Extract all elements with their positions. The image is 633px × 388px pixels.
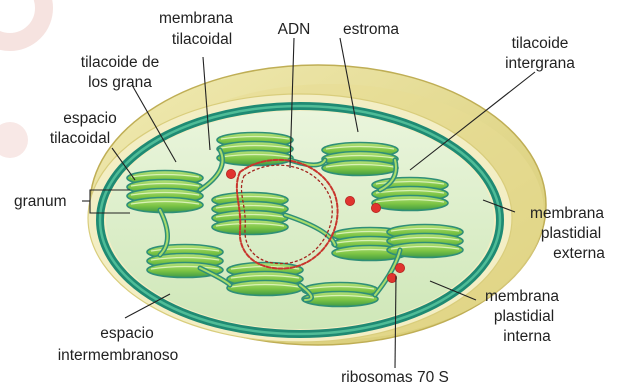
ribosome — [345, 196, 354, 205]
watermark — [0, 0, 44, 158]
ribosome — [395, 263, 404, 272]
label-tilacoide-grana-line2: los grana — [88, 74, 152, 91]
granum-stack — [372, 178, 448, 211]
label-membrana-externa-line1: membrana — [530, 205, 604, 222]
label-membrana-tilacoidal-line2: tilacoidal — [172, 31, 232, 48]
label-adn: ADN — [278, 21, 311, 38]
label-tilacoide-grana-line1: tilacoide de — [81, 54, 159, 71]
label-tilacoide-intergrana-line2: intergrana — [505, 55, 575, 72]
label-membrana-externa-line3: externa — [553, 245, 605, 262]
ribosome — [226, 169, 235, 178]
label-espacio-intermembranoso-line1: espacio — [100, 325, 153, 342]
ribosome — [387, 273, 396, 282]
label-membrana-tilacoidal-line1: membrana — [159, 10, 233, 27]
granum-stack — [302, 283, 378, 307]
label-tilacoide-intergrana-line1: tilacoide — [512, 35, 569, 52]
label-espacio-tilacoidal-line1: espacio — [63, 110, 116, 127]
granum-stack — [212, 193, 288, 235]
label-membrana-externa-line2: plastidial — [541, 225, 601, 242]
label-espacio-tilacoidal-line2: tilacoidal — [50, 130, 110, 147]
granum-stack — [127, 171, 203, 213]
label-granum: granum — [14, 193, 67, 210]
granum-stack — [322, 143, 398, 176]
label-espacio-intermembranoso-line2: intermembranoso — [58, 347, 179, 364]
ribosome — [371, 203, 380, 212]
label-estroma: estroma — [343, 21, 399, 38]
label-membrana-interna-line2: plastidial — [494, 308, 554, 325]
label-ribosomas: ribosomas 70 S — [341, 369, 449, 386]
label-membrana-interna-line3: interna — [503, 328, 551, 345]
label-membrana-interna-line1: membrana — [485, 288, 559, 305]
